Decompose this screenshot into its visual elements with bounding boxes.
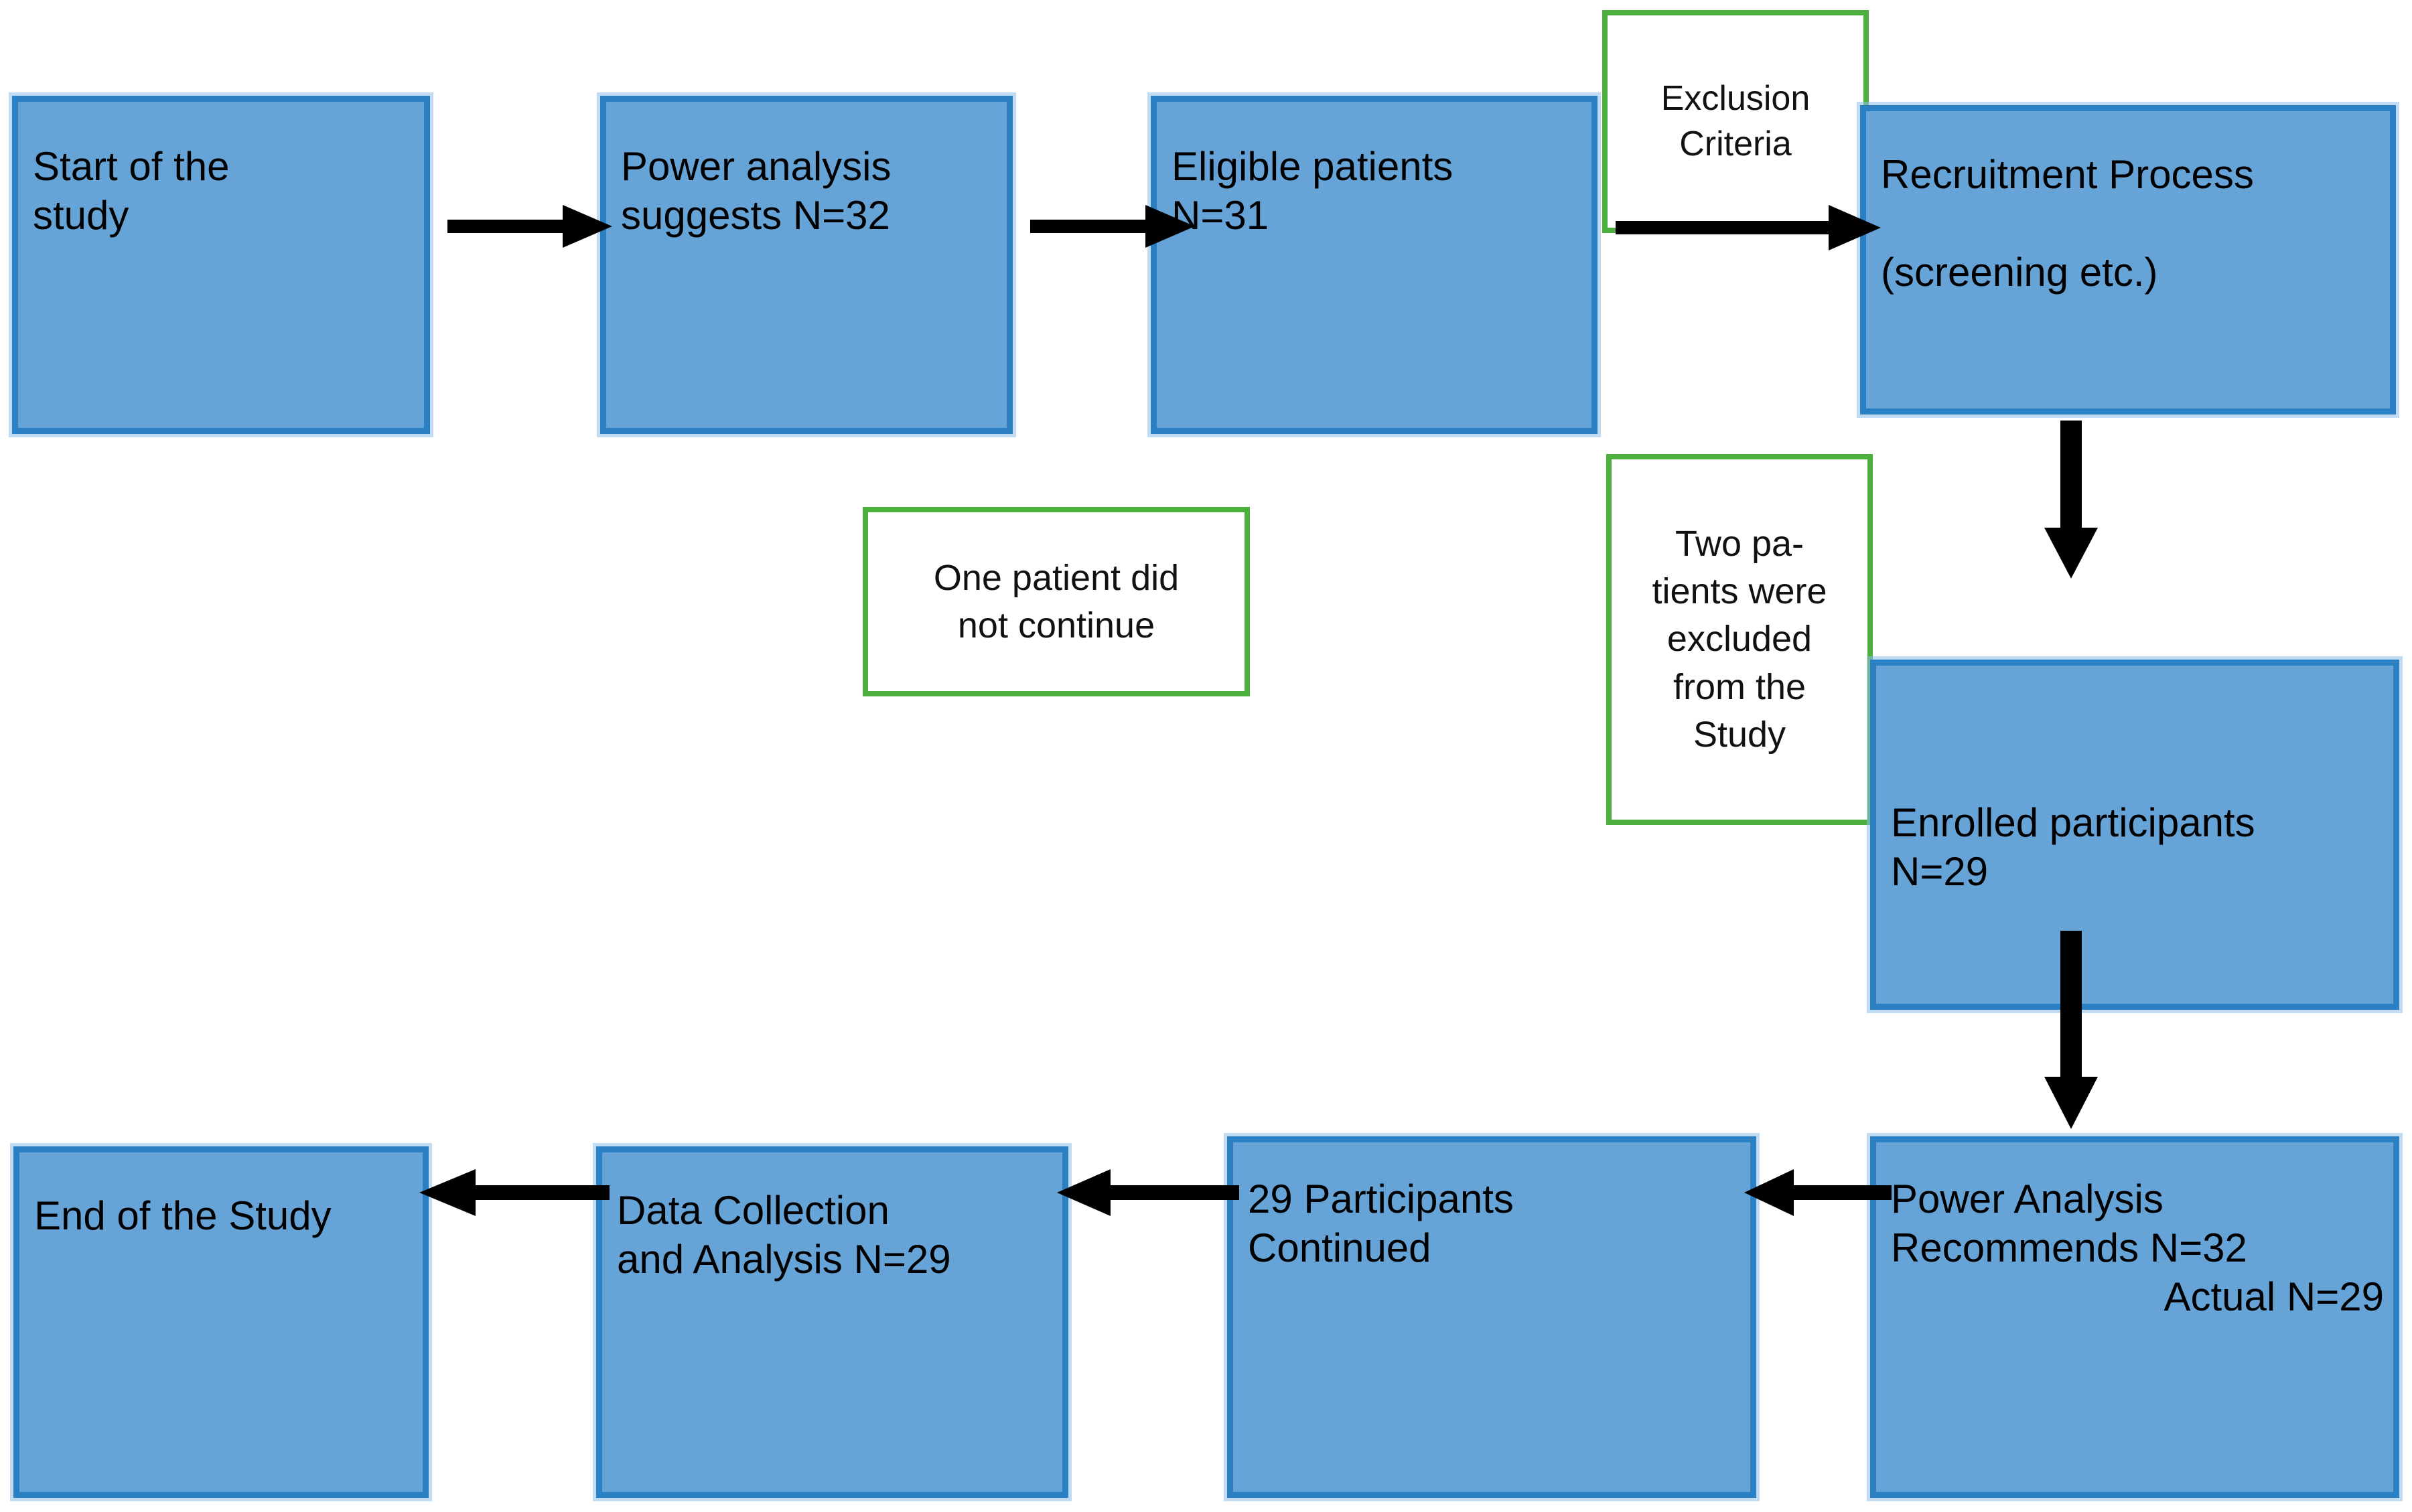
note-exclusion-criteria-label: Exclusion Criteria (1660, 78, 1811, 163)
note-one-patient-did-not-continue[interactable]: One patient did not continue (863, 507, 1250, 696)
node-data-collection-analysis[interactable]: Data Collection and Analysis N=29 (596, 1146, 1068, 1498)
edge-start-to-power-analysis (447, 201, 615, 252)
node-power-analysis-suggests[interactable]: Power analysis suggests N=32 (600, 96, 1013, 434)
node-recruitment-process-label: Recruitment Process (screening etc.) (1881, 152, 2254, 295)
node-29-participants-continued[interactable]: 29 Participants Continued (1227, 1136, 1756, 1498)
edge-power-analysis-to-eligible (1030, 201, 1198, 252)
node-start-of-study[interactable]: Start of the study (12, 96, 430, 434)
node-data-collection-analysis-label: Data Collection and Analysis N=29 (617, 1188, 951, 1282)
node-end-of-study[interactable]: End of the Study (13, 1146, 429, 1498)
node-end-of-study-label: End of the Study (34, 1193, 332, 1238)
node-power-analysis-suggests-label: Power analysis suggests N=32 (621, 144, 892, 238)
node-29-participants-continued-label: 29 Participants Continued (1248, 1177, 1514, 1271)
node-power-analysis-recommends-line1: Power Analysis (1891, 1177, 2163, 1221)
node-eligible-patients-label: Eligible patients N=31 (1172, 144, 1453, 238)
node-enrolled-participants[interactable]: Enrolled participants N=29 (1870, 660, 2399, 1010)
edge-recruitment-to-enrolled (2040, 421, 2102, 581)
node-power-analysis-recommends[interactable]: Power Analysis Recommends N=32 Actual N=… (1870, 1136, 2399, 1498)
node-power-analysis-recommends-line3: Actual N=29 (2163, 1274, 2384, 1319)
note-two-patients-label: Two pa- tients were excluded from the St… (1652, 523, 1827, 755)
edge-data-collection-to-end-of-study (419, 1166, 610, 1219)
edge-power-analysis-recommends-to-continued (1744, 1166, 1892, 1219)
note-two-patients-excluded[interactable]: Two pa- tients were excluded from the St… (1606, 454, 1873, 825)
edge-eligible-to-recruitment (1616, 201, 1884, 254)
edge-enrolled-to-power-analysis-recommends (2040, 931, 2102, 1132)
node-start-of-study-label: Start of the study (33, 144, 230, 238)
note-exclusion-criteria[interactable]: Exclusion Criteria (1602, 10, 1869, 233)
node-power-analysis-recommends-line2: Recommends N=32 (1891, 1225, 2247, 1270)
node-eligible-patients[interactable]: Eligible patients N=31 (1151, 96, 1598, 434)
node-enrolled-participants-label: Enrolled participants N=29 (1891, 800, 2255, 895)
note-one-patient-label: One patient did not continue (933, 558, 1180, 646)
node-recruitment-process[interactable]: Recruitment Process (screening etc.) (1860, 105, 2396, 414)
edge-continued-to-data-collection (1057, 1166, 1239, 1219)
